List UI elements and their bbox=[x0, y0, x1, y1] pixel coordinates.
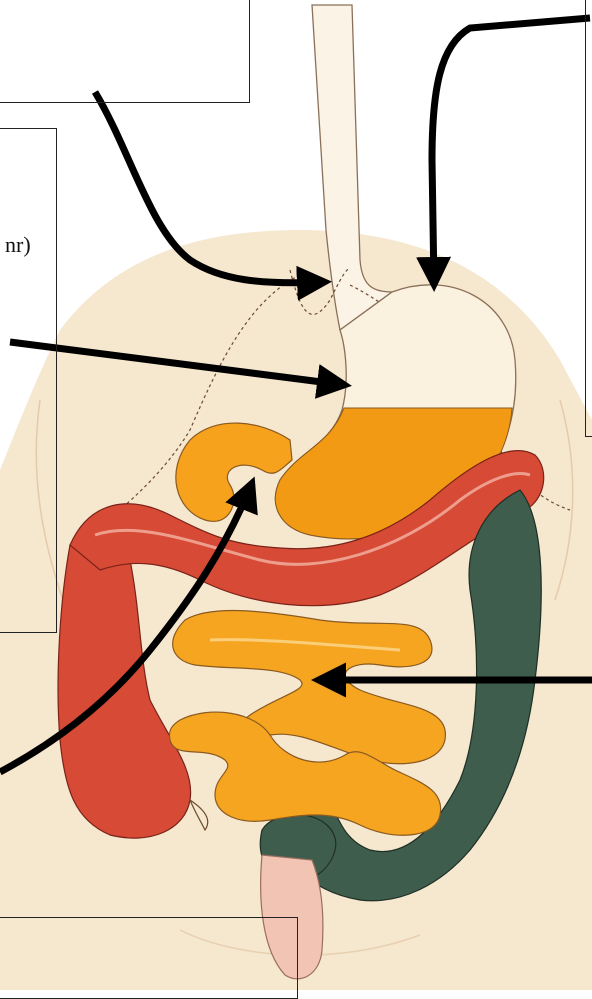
label-box-top-right bbox=[585, 0, 592, 437]
label-text-mid-left: nr) bbox=[5, 232, 31, 258]
label-box-bottom bbox=[0, 917, 298, 999]
label-box-top-left bbox=[0, 0, 250, 103]
arrow-to-stomach bbox=[432, 18, 590, 285]
label-box-mid-left: nr) bbox=[0, 128, 57, 633]
